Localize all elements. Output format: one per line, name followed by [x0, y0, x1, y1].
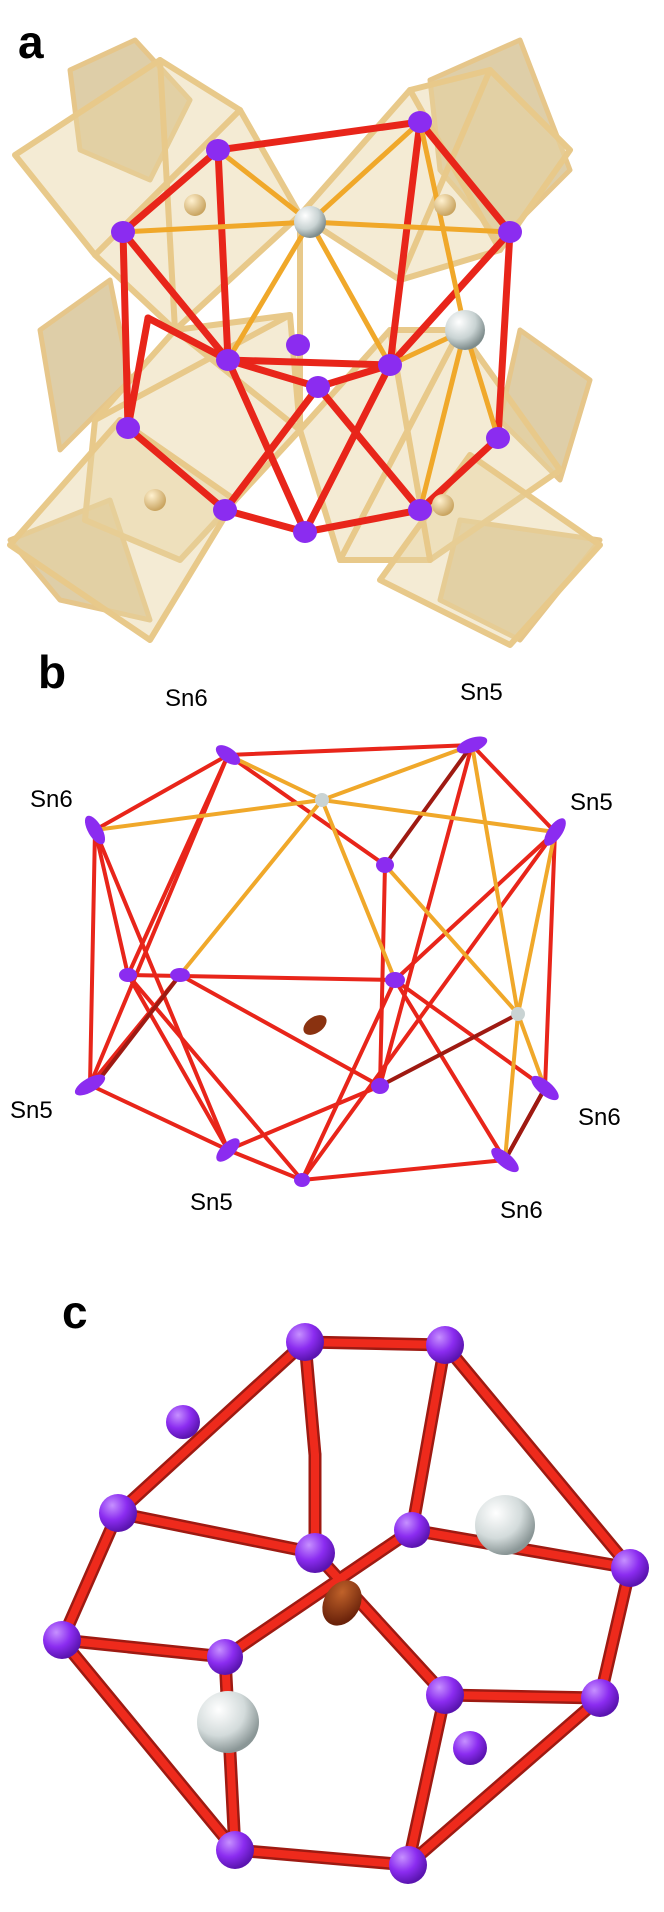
atom-label: Sn5 — [460, 679, 503, 706]
panel-c-ball-stick-figure: c — [43, 1290, 649, 1884]
atom-label: Sn5 — [570, 789, 613, 816]
guest-bonds — [120, 119, 513, 513]
sn-bonds-dark — [93, 743, 547, 1162]
panel-a-label: a — [18, 16, 44, 68]
panel-b-cluster-figure: Sn6 Sn5 Sn6 Sn5 Sn5 Sn6 Sn5 Sn6 b — [10, 650, 621, 1224]
guest-atoms — [315, 793, 525, 1021]
center-atom — [303, 1015, 327, 1035]
atom-label: Sn5 — [190, 1189, 233, 1216]
guest-bonds — [93, 743, 557, 1162]
atom-label: Sn6 — [165, 685, 208, 712]
panel-a-polyhedra-figure: a — [7, 16, 603, 648]
panel-c-label: c — [62, 1290, 88, 1338]
panel-b: Sn6 Sn5 Sn6 Sn5 Sn5 Sn6 Sn5 Sn6 b — [0, 650, 664, 1290]
panel-b-label: b — [38, 650, 66, 698]
atom-label: Sn6 — [578, 1104, 621, 1131]
sn-atoms — [111, 111, 522, 543]
atom-label: Sn5 — [10, 1097, 53, 1124]
guest-atoms — [294, 206, 485, 350]
panel-a: a — [0, 0, 664, 650]
sn-atoms — [74, 736, 566, 1187]
atom-label: Sn6 — [500, 1197, 543, 1224]
panel-c: c — [0, 1290, 664, 1912]
octahedral-centers — [144, 194, 456, 516]
sn-framework-bonds — [119, 118, 514, 536]
center-atom — [322, 1580, 362, 1626]
guest-atoms — [197, 1495, 535, 1753]
sn-bonds — [88, 743, 557, 1182]
atom-label: Sn6 — [30, 786, 73, 813]
sn-atoms — [43, 1323, 649, 1884]
atom-labels: Sn6 Sn5 Sn6 Sn5 Sn5 Sn6 Sn5 Sn6 — [10, 679, 621, 1224]
